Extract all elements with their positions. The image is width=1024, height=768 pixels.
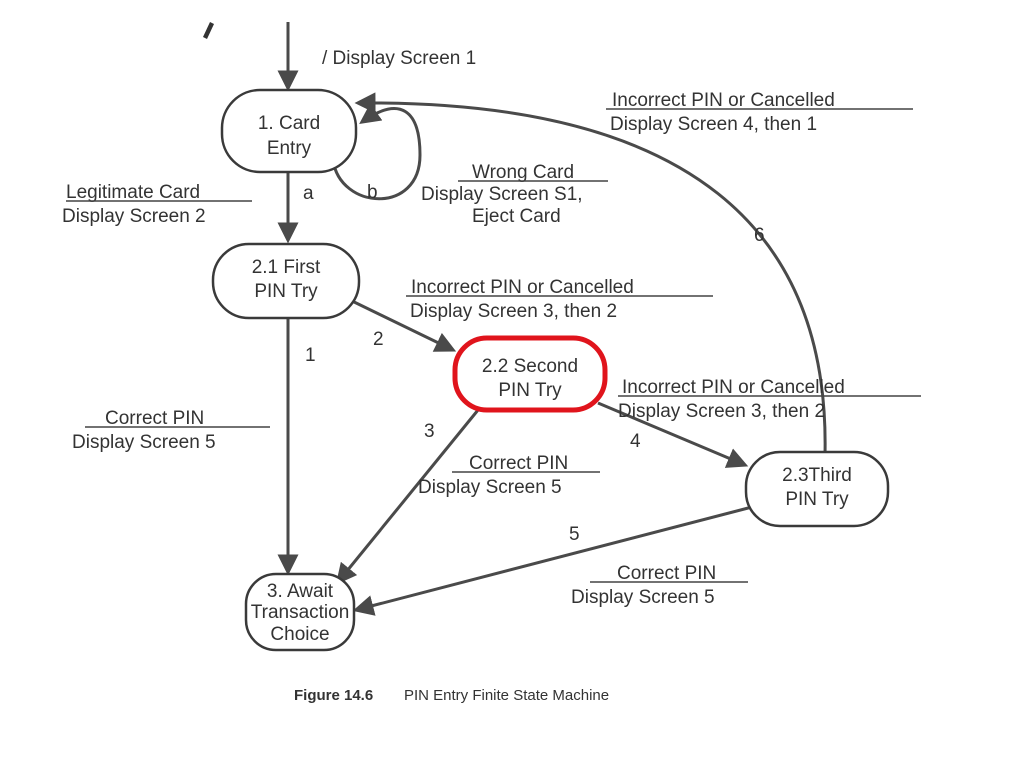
label-incorrect-3-action: Display Screen 4, then 1 <box>610 114 817 135</box>
label-incorrect-2-action: Display Screen 3, then 2 <box>618 401 825 422</box>
state-label: PIN Try <box>785 489 849 510</box>
state-label: PIN Try <box>498 380 562 401</box>
state-label: 2.2 Second <box>482 356 578 377</box>
label-correct-5-action: Display Screen 5 <box>571 587 715 608</box>
edge-2 <box>349 298 457 352</box>
label-initial-action: / Display Screen 1 <box>322 48 476 69</box>
label-wrong-action-1: Display Screen S1, <box>421 184 583 205</box>
state-card-entry: 1. Card Entry <box>220 88 358 174</box>
edge-6 <box>354 92 827 456</box>
state-label: Entry <box>267 138 312 159</box>
figure-number: Figure 14.6 <box>294 687 373 704</box>
label-number-3: 3 <box>424 421 435 442</box>
label-correct-1-event: Correct PIN <box>105 408 204 429</box>
state-second-pin-try: 2.2 Second PIN Try <box>452 335 608 413</box>
label-number-4: 4 <box>630 431 641 452</box>
label-number-1: 1 <box>305 345 316 366</box>
state-third-pin-try: 2.3Third PIN Try <box>744 450 890 528</box>
label-correct-1-action: Display Screen 5 <box>72 432 216 453</box>
edge-b <box>331 103 422 201</box>
label-number-5: 5 <box>569 524 580 545</box>
label-incorrect-1-action: Display Screen 3, then 2 <box>410 301 617 322</box>
label-number-6: 6 <box>754 225 765 246</box>
label-incorrect-2-event: Incorrect PIN or Cancelled <box>622 377 845 398</box>
label-correct-3-event: Correct PIN <box>469 453 568 474</box>
state-label: 2.3Third <box>782 465 852 486</box>
edge-5 <box>352 505 753 616</box>
label-legit-action: Display Screen 2 <box>62 206 206 227</box>
label-number-2: 2 <box>373 329 384 350</box>
label-incorrect-1-event: Incorrect PIN or Cancelled <box>411 277 634 298</box>
label-wrong-event: Wrong Card <box>472 162 574 183</box>
state-label: 3. Await <box>267 581 334 602</box>
state-label: 1. Card <box>258 113 320 134</box>
state-label: 2.1 First <box>252 257 321 278</box>
label-incorrect-3-event: Incorrect PIN or Cancelled <box>612 90 835 111</box>
state-await-transaction: 3. Await Transaction Choice <box>244 572 356 652</box>
pen-mark <box>203 22 214 39</box>
state-first-pin-try: 2.1 First PIN Try <box>211 242 361 320</box>
figure-caption: PIN Entry Finite State Machine <box>404 687 609 704</box>
state-label: PIN Try <box>254 281 318 302</box>
state-label: Choice <box>270 624 329 645</box>
edge-3 <box>335 409 480 585</box>
label-legit-event: Legitimate Card <box>66 182 200 203</box>
label-correct-5-event: Correct PIN <box>617 563 716 584</box>
edge-4 <box>597 401 749 468</box>
label-wrong-action-2: Eject Card <box>472 206 561 227</box>
label-correct-3-action: Display Screen 5 <box>418 477 562 498</box>
label-a: a <box>303 183 314 204</box>
state-label: Transaction <box>251 602 350 623</box>
label-b: b <box>367 182 378 203</box>
